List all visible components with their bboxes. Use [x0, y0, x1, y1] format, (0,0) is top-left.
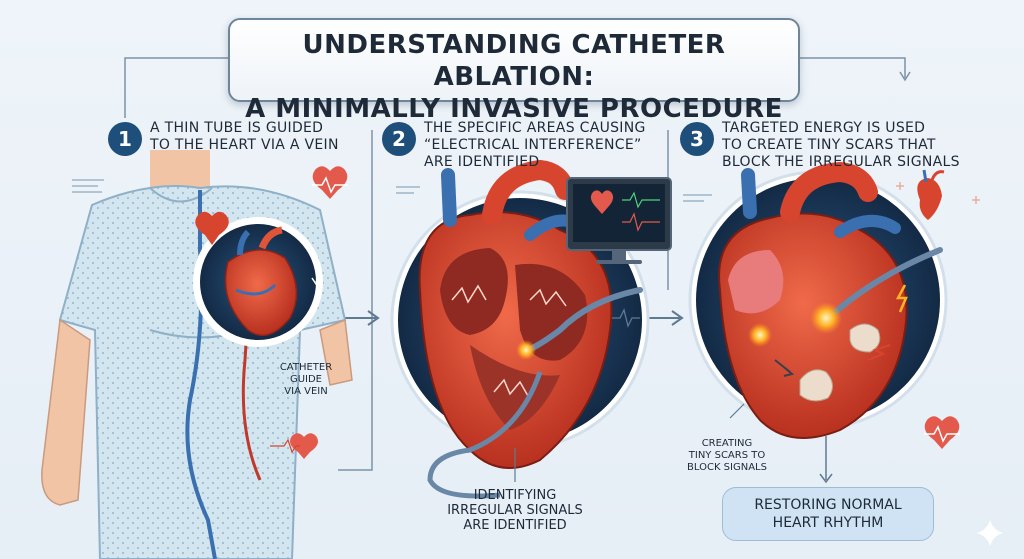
step-1-number: 1 [108, 122, 142, 156]
step-3-number: 3 [680, 122, 714, 156]
flow-line-step1-2 [338, 130, 373, 471]
arrow-step1-to-2-icon [344, 310, 380, 326]
caption-identifying-signals: IDENTIFYING IRREGULAR SIGNALS ARE IDENTI… [447, 488, 583, 533]
step-2-description: THE SPECIFIC AREAS CAUSING “ELECTRICAL I… [424, 120, 646, 170]
heart-zoom-circle-1 [193, 217, 323, 347]
title-banner: UNDERSTANDING CATHETER ABLATION: A MINIM… [228, 18, 800, 124]
caption-creating-scars: CREATING TINY SCARS TO BLOCK SIGNALS [687, 438, 767, 473]
title-line-2: A MINIMALLY INVASIVE PROCEDURE [245, 94, 783, 124]
step-2-number: 2 [382, 122, 416, 156]
flow-line-top-left [124, 57, 228, 118]
title-line-1: UNDERSTANDING CATHETER ABLATION: [302, 30, 726, 92]
heart-rate-icon-right [924, 416, 960, 449]
ecg-monitor [566, 177, 672, 264]
heart-anatomy-icon [917, 169, 945, 220]
flow-line-top-right [796, 57, 906, 78]
patient-figure [41, 150, 353, 559]
step-1-description: A THIN TUBE IS GUIDED TO THE HEART VIA A… [150, 120, 339, 153]
caption-catheter-guide: CATHETER GUIDE VIA VEIN [279, 362, 333, 397]
result-restoring-rhythm: RESTORING NORMAL HEART RHYTHM [722, 487, 934, 541]
heart-ablation-circle-3 [688, 161, 948, 439]
sparkle-icon [977, 520, 1003, 546]
heart-cross-section-circle-2 [390, 159, 650, 499]
heart-rate-icon [312, 166, 348, 199]
step-3-description: TARGETED ENERGY IS USED TO CREATE TINY S… [722, 120, 960, 170]
arrow-step2-to-3-icon [648, 310, 684, 326]
heart-rate-icon-bottom [270, 433, 318, 459]
